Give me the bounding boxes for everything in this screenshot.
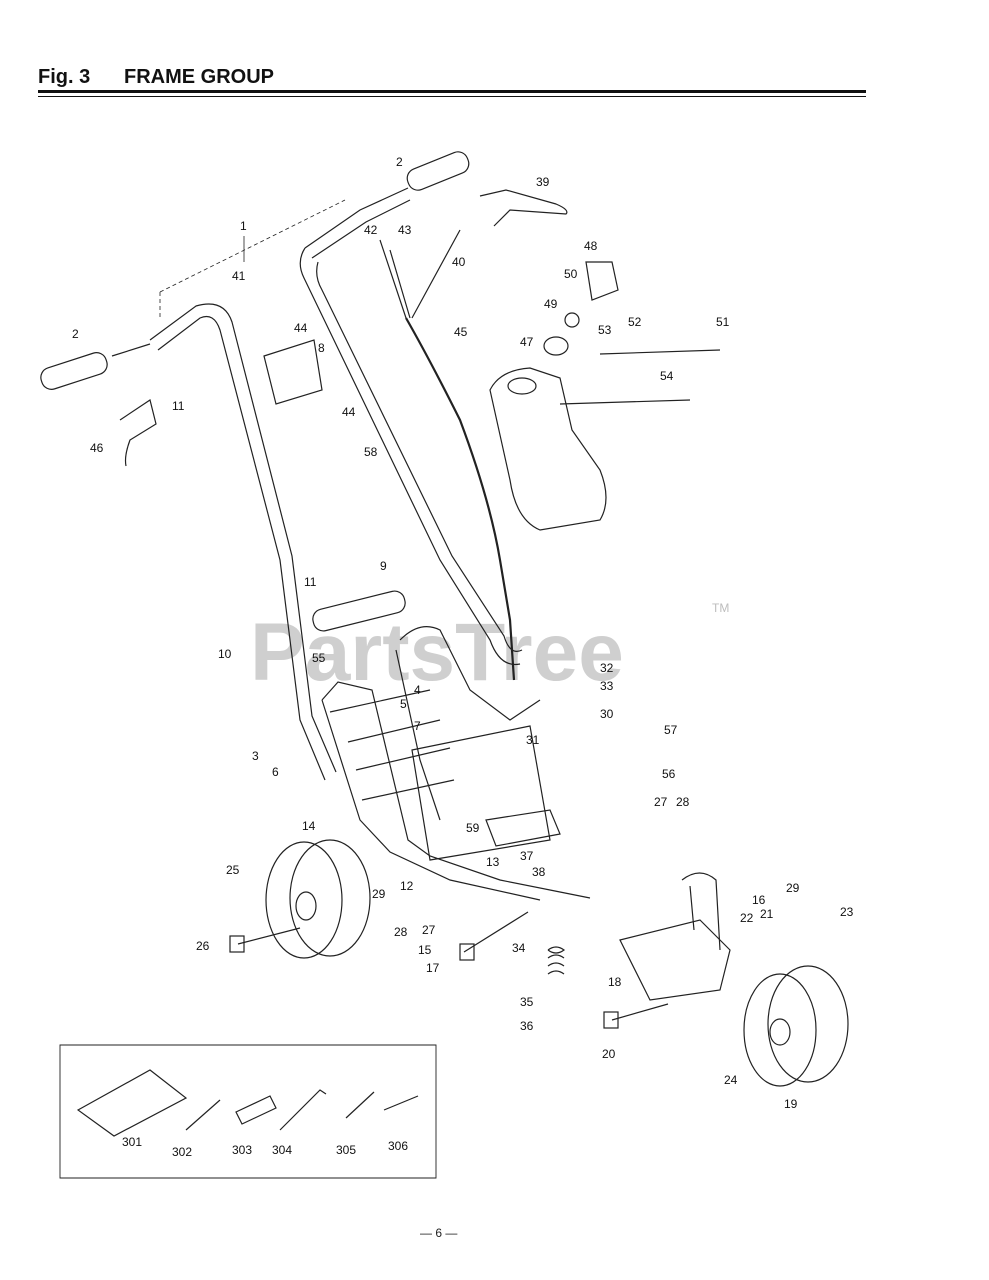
callout-23: 23	[840, 905, 854, 919]
header-rule-thin	[38, 96, 866, 97]
callout-18: 18	[608, 975, 622, 989]
callout-47: 47	[520, 335, 534, 349]
callout-37: 37	[520, 849, 534, 863]
callout-2-left: 2	[72, 327, 79, 341]
callout-57: 57	[664, 723, 678, 737]
callout-14: 14	[302, 819, 316, 833]
callout-21: 21	[760, 907, 774, 921]
callout-17: 17	[426, 961, 440, 975]
callout-41: 41	[232, 269, 246, 283]
figure-number: Fig. 3	[38, 66, 91, 88]
callout-58: 58	[364, 445, 378, 459]
frame-drawing	[40, 151, 849, 1179]
callout-27-right: 27	[654, 795, 668, 809]
callout-16: 16	[752, 893, 766, 907]
callout-30: 30	[600, 707, 614, 721]
callout-50: 50	[564, 267, 578, 281]
callout-labels: 1 2 2 3 4 5 6 7 8 9 10 11 11 12 13 14 15…	[72, 155, 854, 1159]
callout-55: 55	[312, 651, 326, 665]
callout-29-left: 29	[372, 887, 386, 901]
callout-52: 52	[628, 315, 642, 329]
callout-301: 301	[122, 1135, 142, 1149]
callout-5: 5	[400, 697, 407, 711]
callout-9: 9	[380, 559, 387, 573]
callout-38: 38	[532, 865, 546, 879]
callout-43: 43	[398, 223, 412, 237]
page-number: — 6 —	[420, 1226, 458, 1240]
callout-40: 40	[452, 255, 466, 269]
callout-46: 46	[90, 441, 104, 455]
callout-25: 25	[226, 863, 240, 877]
callout-12: 12	[400, 879, 414, 893]
callout-11-top: 11	[172, 399, 185, 413]
callout-2-top: 2	[396, 155, 403, 169]
callout-35: 35	[520, 995, 534, 1009]
callout-4: 4	[414, 683, 421, 697]
callout-33: 33	[600, 679, 614, 693]
callout-306: 306	[388, 1139, 408, 1153]
figure-title: FRAME GROUP	[124, 66, 274, 88]
callout-27-left: 27	[422, 923, 436, 937]
callout-11-mid: 11	[304, 575, 317, 589]
callout-34: 34	[512, 941, 526, 955]
callout-302: 302	[172, 1145, 192, 1159]
callout-3: 3	[252, 749, 259, 763]
callout-42: 42	[364, 223, 378, 237]
header-rule	[38, 90, 866, 93]
callout-31: 31	[526, 733, 540, 747]
watermark-trademark: TM	[712, 601, 729, 615]
callout-28-left: 28	[394, 925, 408, 939]
callout-303: 303	[232, 1143, 252, 1157]
callout-44-top: 44	[294, 321, 308, 335]
callout-1: 1	[240, 219, 247, 233]
callout-10: 10	[218, 647, 232, 661]
callout-19: 19	[784, 1097, 798, 1111]
callout-305: 305	[336, 1143, 356, 1157]
watermark-text: PartsTree	[250, 607, 624, 698]
callout-24: 24	[724, 1073, 738, 1087]
callout-8: 8	[318, 341, 325, 355]
callout-53: 53	[598, 323, 612, 337]
callout-6: 6	[272, 765, 279, 779]
callout-56: 56	[662, 767, 676, 781]
callout-54: 54	[660, 369, 674, 383]
callout-26: 26	[196, 939, 210, 953]
callout-32: 32	[600, 661, 614, 675]
callout-29-right: 29	[786, 881, 800, 895]
callout-59: 59	[466, 821, 480, 835]
callout-44-mid: 44	[342, 405, 356, 419]
callout-22: 22	[740, 911, 754, 925]
callout-36: 36	[520, 1019, 534, 1033]
callout-304: 304	[272, 1143, 292, 1157]
callout-48: 48	[584, 239, 598, 253]
callout-13: 13	[486, 855, 500, 869]
callout-45: 45	[454, 325, 468, 339]
callout-7: 7	[414, 719, 421, 733]
callout-15: 15	[418, 943, 432, 957]
callout-39: 39	[536, 175, 550, 189]
callout-20: 20	[602, 1047, 616, 1061]
callout-51: 51	[716, 315, 730, 329]
callout-28-right: 28	[676, 795, 690, 809]
callout-49: 49	[544, 297, 558, 311]
